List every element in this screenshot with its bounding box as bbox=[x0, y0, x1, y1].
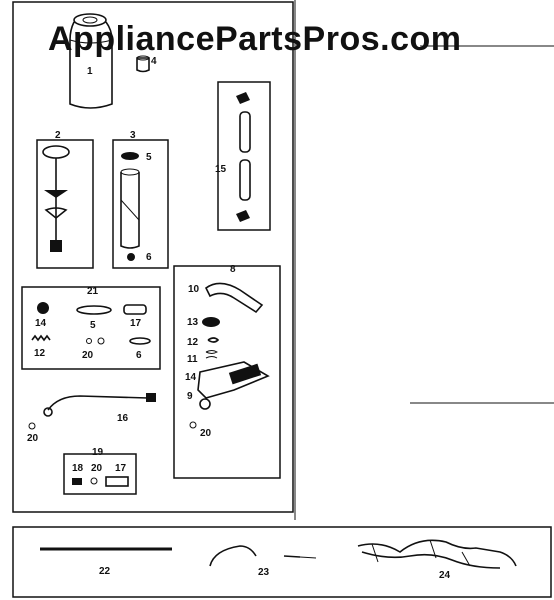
callout-1: 1 bbox=[87, 66, 93, 77]
kit21-label-12: 12 bbox=[34, 348, 46, 359]
callout-21: 21 bbox=[87, 286, 99, 297]
carry-strap-icon bbox=[236, 92, 251, 222]
callout-2: 2 bbox=[55, 130, 61, 141]
kit19-label-17: 17 bbox=[115, 463, 127, 474]
kit21-part14 bbox=[37, 302, 49, 314]
pump-assembly-icon bbox=[42, 145, 70, 252]
kit19-part17 bbox=[105, 476, 129, 487]
kit21-part12 bbox=[31, 334, 51, 342]
kit21-part6 bbox=[129, 337, 151, 345]
kit19-part20 bbox=[90, 477, 98, 485]
callout-4: 4 bbox=[151, 56, 157, 67]
callout-11: 11 bbox=[187, 354, 198, 365]
left-panel-frame bbox=[12, 1, 294, 513]
kit19-box bbox=[63, 453, 137, 495]
kit21-label-5: 5 bbox=[90, 320, 96, 331]
callout-16: 16 bbox=[117, 413, 129, 424]
callout-12: 12 bbox=[187, 337, 199, 348]
cap-icon bbox=[136, 55, 150, 73]
wand-oring-20 bbox=[28, 422, 36, 430]
tank-icon bbox=[69, 13, 113, 109]
kit21-part20a bbox=[86, 338, 92, 344]
shutoff-valve-icon bbox=[197, 282, 270, 410]
valve-box bbox=[173, 265, 281, 479]
callout-6: 6 bbox=[146, 252, 152, 263]
valve-oring-20 bbox=[189, 421, 197, 429]
callout-15: 15 bbox=[215, 164, 227, 175]
callout-9: 9 bbox=[187, 391, 193, 402]
callout-23: 23 bbox=[258, 567, 270, 578]
hose-clip-icon bbox=[209, 545, 317, 567]
wand-label-20: 20 bbox=[27, 433, 39, 444]
wand-icon bbox=[43, 393, 156, 417]
callout-5: 5 bbox=[146, 152, 152, 163]
kit21-part17 bbox=[123, 304, 147, 315]
callout-20: 20 bbox=[200, 428, 212, 439]
kit19-label-20: 20 bbox=[91, 463, 103, 474]
pump-assembly-box bbox=[36, 139, 94, 269]
callout-22: 22 bbox=[99, 566, 111, 577]
callout-19: 19 bbox=[92, 447, 104, 458]
kit19-part18 bbox=[72, 478, 82, 485]
callout-14: 14 bbox=[185, 372, 197, 383]
callout-13: 13 bbox=[187, 317, 199, 328]
kit21-label-17: 17 bbox=[130, 318, 142, 329]
kit21-label-6: 6 bbox=[136, 350, 142, 361]
kit21-part20b bbox=[97, 337, 105, 345]
kit19-label-18: 18 bbox=[72, 463, 84, 474]
strap-box bbox=[217, 81, 271, 231]
kit21-label-14: 14 bbox=[35, 318, 47, 329]
cylinder-icon bbox=[120, 152, 140, 261]
watermark: AppliancePartsPros.com bbox=[48, 20, 461, 58]
kit21-box bbox=[21, 286, 161, 370]
callout-10: 10 bbox=[188, 284, 200, 295]
cylinder-box bbox=[112, 139, 169, 269]
kit21-part5 bbox=[76, 305, 112, 315]
callout-3: 3 bbox=[130, 130, 136, 141]
harness-icon bbox=[357, 539, 517, 569]
callout-24: 24 bbox=[439, 570, 451, 581]
kit21-label-20: 20 bbox=[82, 350, 94, 361]
bottom-panel-frame bbox=[12, 526, 552, 598]
callout-8: 8 bbox=[230, 264, 236, 275]
